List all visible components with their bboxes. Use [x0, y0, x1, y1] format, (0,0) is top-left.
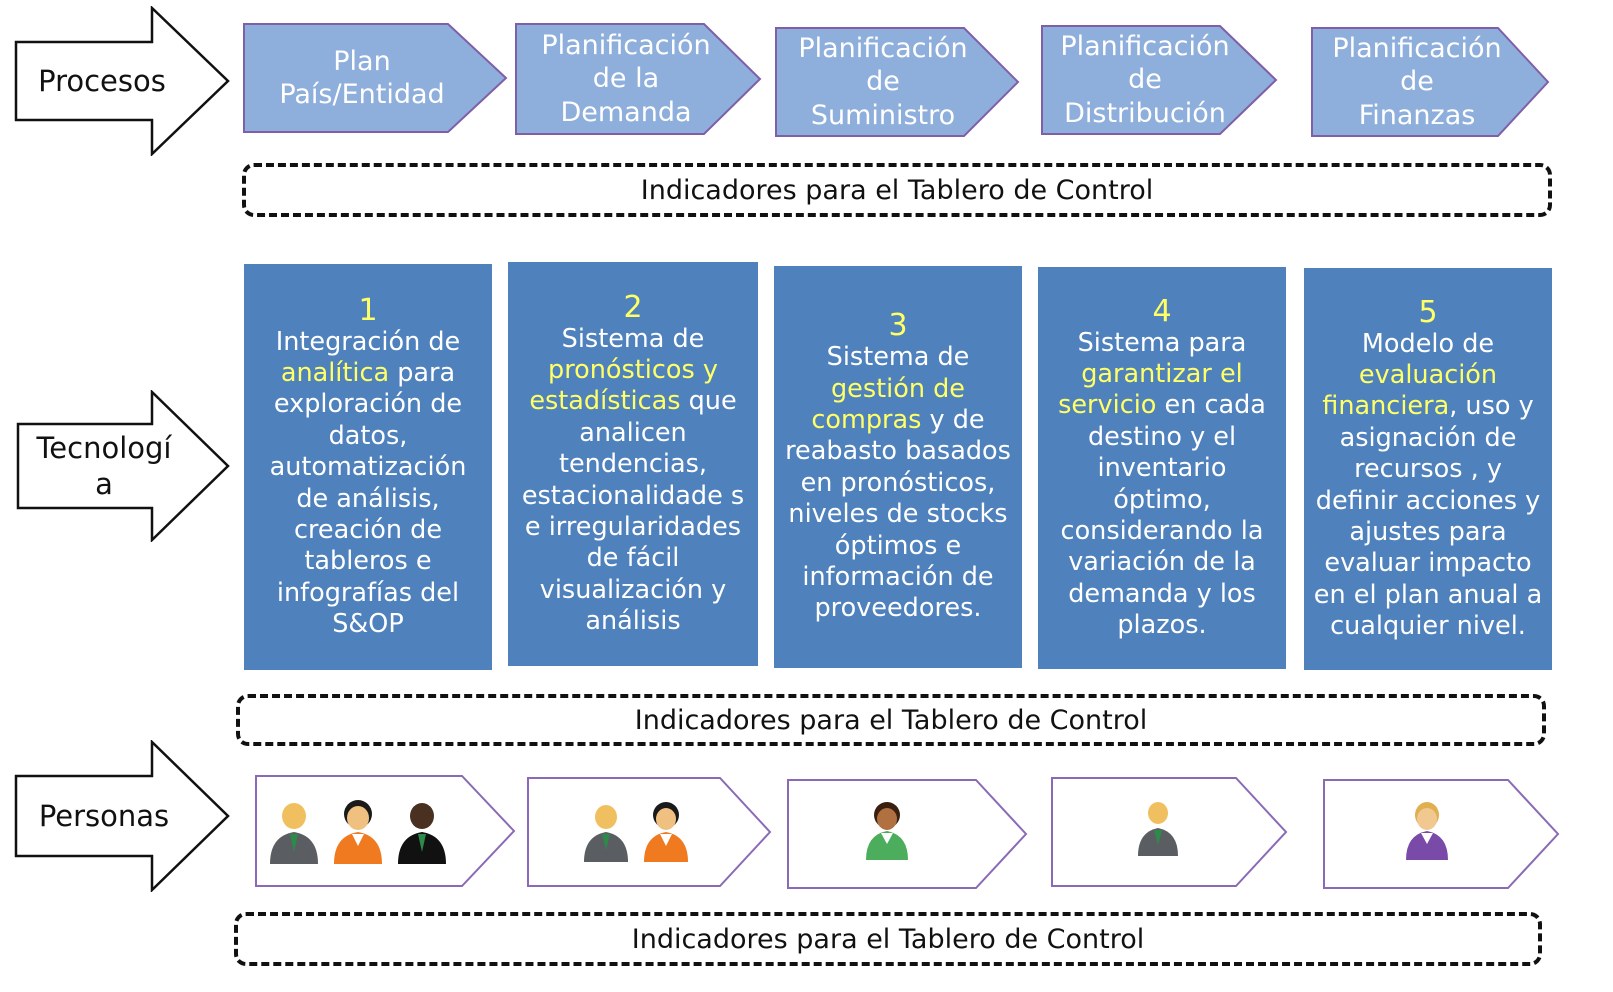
kpi-bar-processes: Indicadores para el Tablero de Control: [242, 163, 1552, 217]
process-label-4: Planificación de Distribución: [1040, 24, 1250, 136]
tech-text-2: Sistema de pronósticos y estadísticas qu…: [516, 324, 750, 638]
process-2-line1: Planificación: [541, 29, 711, 61]
person-purple-woman-icon: [1406, 802, 1448, 860]
row-arrow-personas: Personas: [14, 740, 230, 892]
tech-2-lead: Sistema de: [561, 323, 705, 354]
row-label-procesos: Procesos: [38, 63, 166, 98]
arrow-shape: [14, 6, 230, 156]
process-4-line1: Planificación: [1060, 30, 1230, 62]
person-orange-woman-icon: [334, 800, 382, 864]
process-label-2: Planificación de la Demanda: [514, 22, 738, 136]
process-chevron-1: Plan País/Entidad: [242, 22, 510, 134]
row-label-tecnologia: Tecnologí a: [16, 424, 192, 508]
tech-5-rest: , uso y asignación de recursos , y defin…: [1313, 391, 1543, 641]
tech-3-lead: Sistema de: [826, 342, 970, 373]
process-2-line3: Demanda: [560, 96, 692, 128]
tech-text-5: Modelo de evaluación financiera, uso y a…: [1312, 329, 1544, 643]
tech-2-highlight: pronósticos y estadísticas: [529, 355, 718, 417]
process-3-line3: Suministro: [810, 99, 956, 131]
chevron-shape: [1051, 777, 1288, 887]
tech-2-rest: que analicen tendencias, estacionalidade…: [521, 386, 745, 636]
process-chevron-3: Planificación de Suministro: [774, 26, 1022, 138]
tech-3-highlight: gestión de compras: [811, 373, 965, 436]
process-3-line1: Planificación: [798, 32, 968, 64]
tech-box-3: 3 Sistema de gestión de compras y de rea…: [774, 266, 1022, 668]
chevron-shape: [243, 23, 508, 133]
tech-5-highlight: evaluación financiera: [1322, 360, 1498, 422]
tech-number-4: 4: [1152, 293, 1172, 329]
tech-number-3: 3: [888, 308, 908, 344]
tech-box-2: 2 Sistema de pronósticos y estadísticas …: [508, 262, 758, 666]
chevron-shape: [787, 779, 1028, 889]
kpi-bar-people: Indicadores para el Tablero de Control: [234, 912, 1542, 966]
tech-1-lead: Integración de: [275, 326, 461, 357]
person-orange-woman-icon: [644, 802, 688, 862]
people-chevron-2: [526, 776, 774, 888]
tech-4-highlight: garantizar el servicio: [1058, 359, 1243, 421]
process-label-1: Plan País/Entidad: [242, 22, 482, 134]
people-chevron-1: [254, 774, 518, 888]
tech-box-1: 1 Integración de analítica para explorac…: [244, 264, 492, 670]
people-group-2: [582, 802, 690, 862]
kpi-bar-technology: Indicadores para el Tablero de Control: [236, 694, 1546, 746]
chevron-shape: [1323, 779, 1560, 889]
tech-5-lead: Modelo de: [1361, 328, 1495, 359]
tech-3-rest: y de reabasto basados en pronósticos, ni…: [785, 405, 1011, 624]
process-2-line2: de la: [592, 63, 660, 95]
process-chevron-5: Planificación de Finanzas: [1310, 26, 1552, 138]
row-label-personas: Personas: [38, 798, 170, 833]
people-chevron-4: [1050, 776, 1290, 888]
tech-box-5: 5 Modelo de evaluación financiera, uso y…: [1304, 268, 1552, 670]
process-5-line2: de: [1400, 66, 1434, 98]
row-arrow-procesos: Procesos: [14, 6, 230, 156]
process-label-3: Planificación de Suministro: [774, 26, 992, 138]
tech-1-highlight: analítica: [280, 358, 390, 389]
chevron-shape: [775, 27, 1020, 137]
tech-text-1: Integración de analítica para exploració…: [252, 327, 484, 641]
process-4-line2: de: [1128, 64, 1162, 96]
chevron-shape: [1311, 27, 1550, 137]
row-label-tecnologia-line2: a: [95, 467, 113, 501]
person-green-woman-icon: [866, 802, 908, 860]
people-group-1: [268, 800, 448, 864]
person-gray-suit-icon: [1138, 802, 1178, 856]
people-group-3: [864, 802, 910, 860]
people-group-4: [1136, 800, 1180, 856]
tech-number-1: 1: [358, 292, 378, 328]
process-1-line1: Plan: [333, 45, 391, 77]
tech-number-5: 5: [1418, 294, 1438, 330]
tech-text-4: Sistema para garantizar el servicio en c…: [1046, 328, 1278, 642]
arrow-shape: [14, 740, 230, 892]
tech-4-rest: en cada destino y el inventario óptimo, …: [1060, 390, 1266, 640]
process-4-line3: Distribución: [1064, 97, 1226, 129]
row-label-tecnologia-line1: Tecnologí: [36, 430, 172, 465]
arrow-shape: [16, 390, 230, 542]
tech-text-3: Sistema de gestión de compras y de reaba…: [782, 342, 1014, 624]
chevron-shape: [515, 23, 762, 135]
people-chevron-3: [786, 778, 1030, 890]
chevron-shape: [1041, 25, 1278, 135]
person-gray-suit-icon: [270, 803, 318, 864]
process-5-line3: Finanzas: [1358, 99, 1476, 131]
process-1-line2: País/Entidad: [279, 79, 445, 110]
chevron-shape: [255, 775, 516, 887]
tech-box-4: 4 Sistema para garantizar el servicio en…: [1038, 267, 1286, 669]
person-gray-suit-icon: [584, 805, 628, 862]
process-5-line1: Planificación: [1332, 32, 1502, 64]
process-3-line2: de: [866, 66, 900, 98]
row-arrow-tecnologia: Tecnologí a: [16, 390, 230, 542]
tech-number-2: 2: [623, 289, 643, 325]
process-chevron-2: Planificación de la Demanda: [514, 22, 764, 136]
tech-4-lead: Sistema para: [1077, 327, 1247, 358]
person-black-suit-icon: [398, 803, 446, 864]
people-group-5: [1404, 802, 1450, 860]
process-chevron-4: Planificación de Distribución: [1040, 24, 1280, 136]
people-chevron-5: [1322, 778, 1562, 890]
process-label-5: Planificación de Finanzas: [1310, 26, 1524, 138]
tech-1-rest: para exploración de datos, automatizació…: [269, 358, 467, 639]
